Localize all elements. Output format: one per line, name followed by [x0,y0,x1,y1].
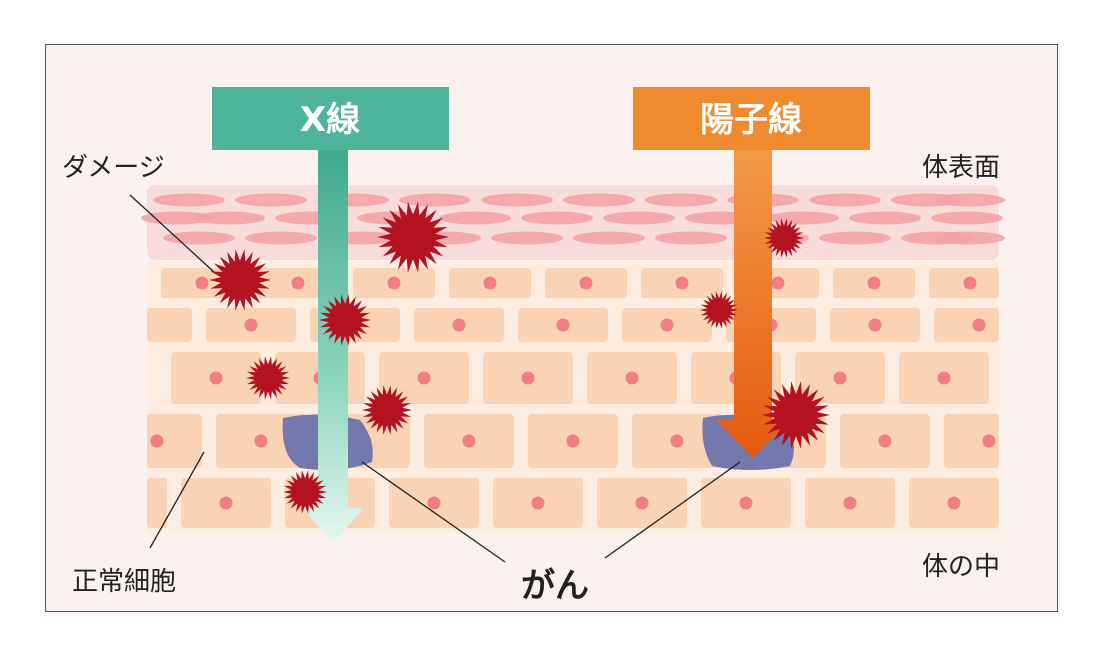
cell-nucleus [462,434,476,448]
surface-cell [849,211,921,225]
cell-nucleus [417,371,431,385]
cancer-leader-right [604,461,741,559]
damage-burst [762,381,830,449]
cell-nucleus [531,496,545,510]
xray-banner-box [212,87,449,150]
cell-nucleus [195,276,209,290]
cell-nucleus [635,496,649,510]
cell-nucleus [483,276,497,290]
surface-cell [931,211,1003,225]
proton-banner-box [633,87,870,150]
surface-cell [491,231,563,245]
surface-cell [645,193,717,207]
cell-nucleus [947,496,961,510]
proton-arrow [716,150,790,458]
cell-nucleus [878,434,892,448]
normal-cell [934,308,999,342]
cell-nucleus [254,434,268,448]
cell-nucleus [244,318,258,332]
surface-cell [655,231,727,245]
surface-cell [399,193,471,207]
cell-nucleus [867,276,881,290]
cell-nucleus [452,318,466,332]
damage-burst [209,249,271,311]
surface-cell [481,193,553,207]
cell-nucleus [291,276,305,290]
surface-cell [933,231,1005,245]
cell-nucleus [566,434,580,448]
damage-burst [362,385,412,435]
surface-cell [819,231,891,245]
normal-cell-label: 正常細胞 [72,567,176,597]
cell-nucleus [675,276,689,290]
cell-nucleus [150,434,164,448]
surface-cell [235,193,307,207]
cell-nucleus [556,318,570,332]
normal-cell [147,414,202,468]
cell-nucleus [209,371,223,385]
cell-nucleus [660,318,674,332]
surface-cell [573,231,645,245]
proton-banner-label: 陽子線 [700,100,802,140]
cell-nucleus [833,371,847,385]
surface-cell [521,211,593,225]
cell-nucleus [937,371,951,385]
damage-label: ダメージ [62,153,165,183]
cell-nucleus [972,318,986,332]
tissue [141,185,1005,532]
damage-burst [700,291,738,329]
xray-banner-label: X線 [300,100,360,140]
normal-cell-leader [149,451,205,549]
cell-nucleus [427,496,441,510]
surface-cell [153,193,225,207]
cell-nucleus [579,276,593,290]
cell-nucleus [219,496,233,510]
damage-leader [129,194,215,273]
cell-nucleus [739,496,753,510]
normal-cells [147,268,999,528]
surface-cells [141,193,1005,245]
damage-burst [246,356,290,400]
proton-banner: 陽子線 [633,87,870,150]
surface-label: 体表面 [922,153,1000,183]
surface-cell [933,193,1005,207]
surface-cell [603,211,675,225]
cell-nucleus [843,496,857,510]
surface-cell [767,211,839,225]
normal-cell [147,308,192,342]
cell-nucleus [387,276,401,290]
damage-burst [283,470,327,514]
cell-nucleus [625,371,639,385]
leader-lines [129,194,741,563]
cell-nucleus [670,434,684,448]
damage-burst [764,218,804,258]
cell-nucleus [868,318,882,332]
surface-cell [193,211,265,225]
surface-cell [163,231,235,245]
cancer-leader-left [361,461,506,563]
normal-cell [944,414,999,468]
damage-markers [209,201,830,514]
cell-nucleus [963,276,977,290]
surface-cell [563,193,635,207]
normal-cell [147,478,167,528]
inside-body-label: 体の中 [922,552,1000,582]
cell-nucleus [521,371,535,385]
surface-cell [439,211,511,225]
cancer-label: がん [521,566,589,606]
surface-cell [245,231,317,245]
surface-cell [809,193,881,207]
damage-burst [377,201,449,273]
cell-nucleus [982,434,996,448]
cell-nucleus [771,276,785,290]
xray-banner: X線 [212,87,449,150]
damage-burst [319,294,371,346]
xray-arrow [302,150,364,543]
